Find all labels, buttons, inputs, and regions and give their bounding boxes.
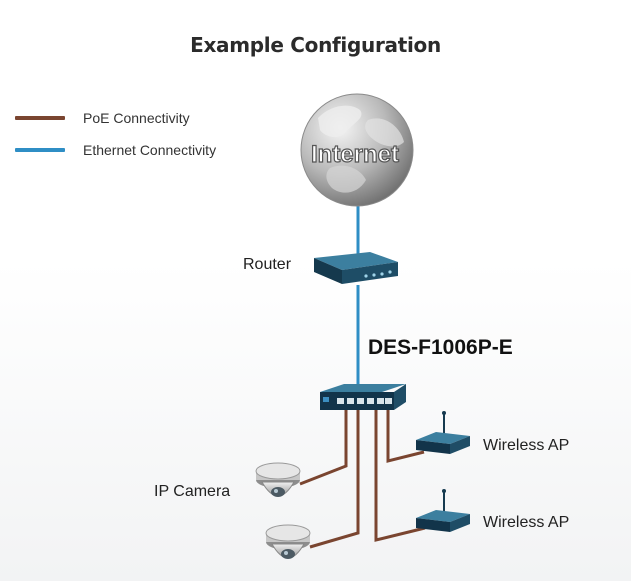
legend-ethernet-swatch xyxy=(15,148,65,152)
legend-poe: PoE Connectivity xyxy=(15,110,190,126)
camera-icon xyxy=(255,462,301,497)
wireless-ap-icon xyxy=(416,489,470,532)
router-icon xyxy=(314,252,398,284)
legend-ethernet-label: Ethernet Connectivity xyxy=(83,142,217,158)
wireless-ap-label-1: Wireless AP xyxy=(483,437,570,454)
poe-links xyxy=(299,408,426,549)
legend-poe-swatch xyxy=(15,116,65,120)
switch-model-label: DES-F1006P-E xyxy=(368,336,513,359)
switch-icon xyxy=(320,384,406,410)
router-label: Router xyxy=(243,256,292,273)
globe-icon: Internet xyxy=(300,93,414,207)
wireless-ap-label-2: Wireless AP xyxy=(483,514,570,531)
camera-icon xyxy=(265,524,311,559)
diagram-title: Example Configuration xyxy=(190,33,441,57)
ip-camera-label: IP Camera xyxy=(154,483,231,500)
internet-label: Internet xyxy=(311,141,399,168)
wireless-ap-icon xyxy=(416,411,470,454)
legend-poe-label: PoE Connectivity xyxy=(83,110,190,126)
legend-ethernet: Ethernet Connectivity xyxy=(15,142,216,158)
